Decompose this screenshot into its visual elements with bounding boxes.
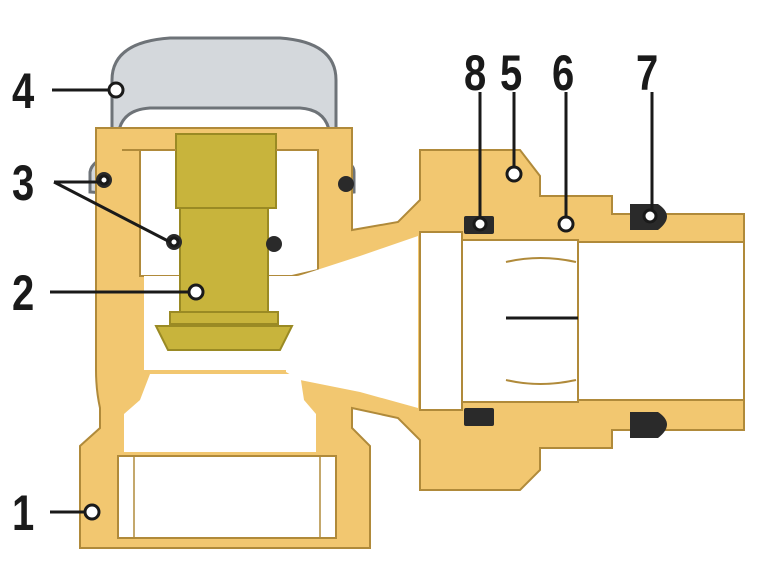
marker-1	[83, 503, 101, 521]
callout-label-8: 8	[464, 45, 487, 101]
callout-label-3: 3	[12, 155, 35, 211]
lower-inlet-throat	[124, 374, 316, 452]
outlet-passage	[286, 236, 418, 408]
marker-3a	[98, 174, 110, 186]
marker-dots	[83, 81, 658, 521]
leader-lines	[50, 88, 654, 514]
tailpiece-taper-bottom	[505, 379, 577, 385]
lower-inlet-thread	[117, 455, 337, 539]
callout-label-4: 4	[12, 63, 35, 119]
tailpiece-bore-inner	[461, 239, 579, 403]
marker-5	[505, 165, 523, 183]
tailpiece-taper-top	[505, 257, 577, 263]
seal-oring-right	[266, 236, 282, 252]
seal-cap-right	[338, 176, 354, 192]
callout-label-5: 5	[500, 45, 523, 101]
marker-7	[642, 208, 658, 224]
callout-label-2: 2	[12, 265, 35, 321]
callout-label-6: 6	[552, 45, 575, 101]
spindle-head	[175, 133, 277, 209]
outlet-bore	[419, 231, 463, 411]
callout-label-7: 7	[636, 45, 659, 101]
callout-label-1: 1	[12, 485, 35, 541]
marker-6	[557, 215, 575, 233]
seal-7-bottom	[630, 412, 667, 438]
spindle-washer	[169, 311, 279, 325]
marker-3b	[168, 236, 180, 248]
leader-3b	[53, 180, 171, 244]
valve-plug	[154, 325, 294, 351]
marker-2	[187, 283, 205, 301]
marker-8	[472, 216, 488, 232]
marker-4	[107, 81, 125, 99]
tailpiece-bore-outer	[577, 241, 745, 401]
seal-8-bottom	[464, 408, 494, 426]
